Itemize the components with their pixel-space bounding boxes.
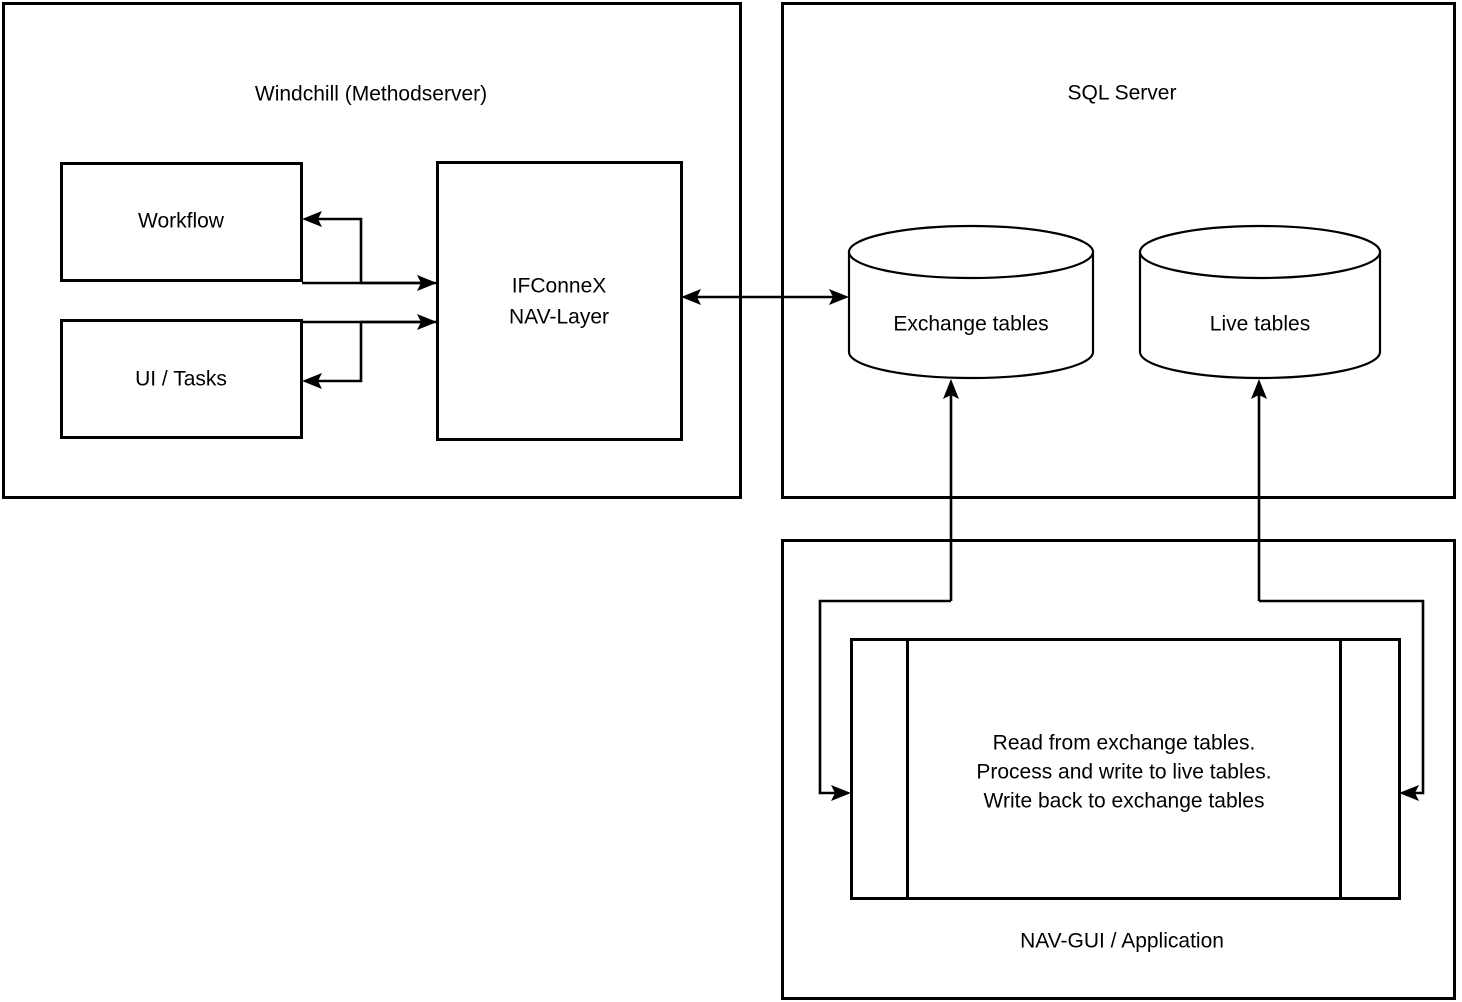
connector-ifconnex-exchange-tables bbox=[681, 289, 849, 305]
arrowhead-into-process-right bbox=[1399, 785, 1419, 801]
panel-sql-server-title: SQL Server bbox=[1068, 82, 1177, 105]
node-process-box[interactable] bbox=[850, 638, 1401, 900]
panel-windchill-title: Windchill (Methodserver) bbox=[255, 83, 487, 106]
node-ifconnex-label-line1: IFConneX bbox=[512, 275, 607, 298]
node-workflow-label: Workflow bbox=[138, 210, 225, 233]
arrowhead-toward-ifconnex bbox=[681, 289, 701, 305]
node-exchange-tables-top[interactable] bbox=[847, 224, 1095, 280]
node-ui-tasks-label: UI / Tasks bbox=[135, 368, 227, 391]
arrowhead-to-workflow bbox=[302, 211, 322, 227]
node-ui-tasks[interactable]: UI / Tasks bbox=[60, 319, 303, 439]
arrowhead-into-live-tables bbox=[1251, 379, 1267, 399]
panel-nav-gui-title: NAV-GUI / Application bbox=[1020, 930, 1224, 953]
arrowhead-to-uitasks bbox=[302, 373, 322, 389]
connector-workflow-to-ifconnex bbox=[302, 275, 437, 291]
node-workflow[interactable]: Workflow bbox=[60, 162, 303, 282]
connector-process-to-exchange-tables bbox=[943, 379, 959, 601]
arrowhead-into-process-left bbox=[831, 785, 851, 801]
node-ifconnex-box[interactable] bbox=[436, 161, 683, 441]
node-live-tables-label: Live tables bbox=[1210, 313, 1310, 336]
node-process-line-3: Write back to exchange tables bbox=[984, 790, 1265, 813]
node-process-line-2: Process and write to live tables. bbox=[976, 761, 1271, 784]
arrowhead-into-exchange-tables bbox=[943, 379, 959, 399]
node-exchange-tables-label: Exchange tables bbox=[893, 313, 1048, 336]
node-live-tables-top[interactable] bbox=[1138, 224, 1382, 280]
node-process-line-1: Read from exchange tables. bbox=[993, 732, 1256, 755]
node-live-tables[interactable]: Live tables bbox=[1138, 224, 1382, 380]
node-ui-tasks-box[interactable] bbox=[60, 319, 303, 439]
arrowhead-workflow-into-ifconnex bbox=[417, 275, 437, 291]
connector-process-left-loop bbox=[818, 599, 951, 801]
node-exchange-tables[interactable]: Exchange tables bbox=[847, 224, 1095, 380]
node-exchange-tables-body[interactable] bbox=[847, 250, 1095, 380]
arrowhead-toward-exchange-tables bbox=[829, 289, 849, 305]
node-live-tables-body[interactable] bbox=[1138, 250, 1382, 380]
connector-process-right-loop bbox=[1259, 599, 1425, 801]
connector-ifconnex-to-uitasks bbox=[302, 320, 437, 389]
node-workflow-box[interactable] bbox=[60, 162, 303, 282]
node-ifconnex[interactable]: IFConneX NAV-Layer bbox=[436, 161, 683, 441]
node-process[interactable]: Read from exchange tables. Process and w… bbox=[850, 638, 1401, 900]
node-ifconnex-label-line2: NAV-Layer bbox=[509, 306, 609, 329]
connector-process-to-live-tables bbox=[1251, 379, 1267, 601]
